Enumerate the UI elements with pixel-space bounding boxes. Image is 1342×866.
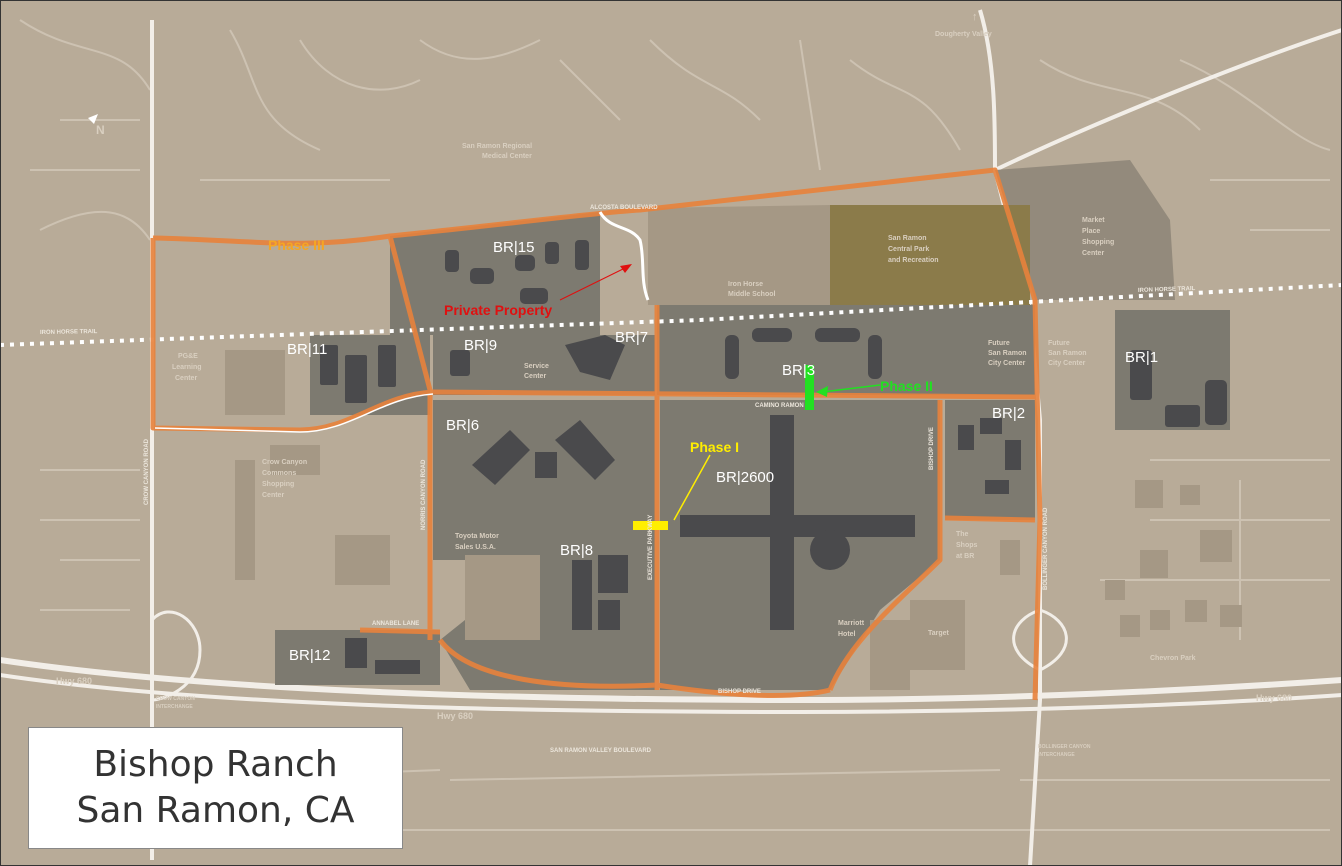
alcosta-curve [598, 211, 650, 301]
medical-label-1: San Ramon Regional [462, 143, 532, 150]
br-6: BR|6 [446, 417, 479, 434]
buildings [320, 240, 1227, 674]
camino-ramon-label: CAMINO RAMON [755, 403, 804, 409]
trail-label-left: IRON HORSE TRAIL [40, 329, 98, 336]
chevron-label: Chevron Park [1150, 655, 1196, 662]
bollinger-interchange-2: INTERCHANGE [1038, 752, 1075, 758]
crow-canyon-2: Commons [262, 470, 296, 477]
toyota-label-1: Toyota Motor [455, 533, 499, 540]
executive-label: EXECUTIVE PARKWAY [648, 515, 654, 580]
private-property-label: Private Property [444, 302, 552, 318]
school-label-1: Iron Horse [728, 281, 763, 288]
hwy-center-label: Hwy 680 [437, 711, 473, 721]
crow-canyon-4: Center [262, 492, 284, 499]
alcosta-label: ALCOSTA BOULEVARD [590, 205, 658, 211]
phase-2-arrowhead [816, 386, 828, 397]
private-leader [559, 267, 626, 301]
phase-3-label: Phase III [268, 237, 325, 253]
north-label: N [96, 123, 105, 137]
service-label-2: Center [524, 373, 546, 380]
north-arrow-icon [88, 114, 98, 124]
dougherty-label: Dougherty Valley [935, 31, 992, 38]
br-15: BR|15 [493, 239, 534, 256]
market-label-1: Market [1082, 217, 1105, 224]
bollinger-road-label: BOLLINGER CANYON ROAD [1043, 507, 1049, 590]
br-7: BR|7 [615, 329, 648, 346]
br-2: BR|2 [992, 405, 1025, 422]
br-1: BR|1 [1125, 349, 1158, 366]
shuttle-route [150, 167, 1043, 701]
phase-1-leader [673, 454, 711, 521]
pge-label-2: Learning [172, 364, 202, 371]
phase-1-marker [633, 521, 668, 530]
br-9: BR|9 [464, 337, 497, 354]
future-city1-2: San Ramon [988, 350, 1027, 357]
crow-canyon-1: Crow Canyon [262, 459, 307, 466]
target-label: Target [928, 630, 950, 637]
market-label-3: Shopping [1082, 239, 1114, 246]
bollinger-interchange-1: BOLLINGER CANYON [1038, 744, 1091, 750]
trail-label-right: IRON HORSE TRAIL [1138, 286, 1196, 294]
bishop-h-label: BISHOP DRIVE [718, 689, 761, 695]
pge-label-1: PG&E [178, 353, 198, 360]
phase-1-label: Phase I [690, 439, 739, 455]
toyota-label-2: Sales U.S.A. [455, 544, 496, 551]
future-city2-3: City Center [1048, 360, 1086, 367]
srv-label: SAN RAMON VALLEY BOULEVARD [550, 748, 652, 754]
school-label-2: Middle School [728, 291, 776, 298]
shops-label-2: Shops [956, 542, 977, 549]
future-city1-1: Future [988, 340, 1010, 347]
medical-label-2: Medical Center [482, 153, 532, 160]
place-labels: Dougherty Valley San Ramon Regional Medi… [156, 31, 1196, 758]
park-label-3: and Recreation [888, 257, 939, 264]
service-label-1: Service [524, 363, 549, 370]
crow-road-label: CROW CANYON ROAD [144, 438, 150, 505]
marriott-label-1: Marriott [838, 620, 865, 627]
hwy-right-label: Hwy 680 [1256, 693, 1292, 703]
private-arrowhead [620, 264, 632, 273]
park-label-2: Central Park [888, 246, 929, 253]
br-labels: BR|15 BR|9 BR|7 BR|11 BR|3 BR|1 BR|6 BR|… [287, 239, 1158, 664]
hwy-left-label: Hwy 680 [56, 676, 92, 686]
phase-2-marker [805, 365, 814, 410]
annabel-label: ANNABEL LANE [372, 621, 419, 627]
shops-label-1: The [956, 531, 969, 538]
future-city2-2: San Ramon [1048, 350, 1087, 357]
up-arrow-icon: ↑ [972, 11, 978, 23]
title-line-2: San Ramon, CA [76, 790, 355, 831]
park-label-1: San Ramon [888, 235, 927, 242]
market-label-2: Place [1082, 228, 1100, 235]
norris-label: NORRIS CANYON ROAD [421, 459, 427, 530]
crow-interchange-1: CROW CANYON [156, 696, 195, 702]
shops-label-3: at BR [956, 553, 974, 560]
br-12: BR|12 [289, 647, 330, 664]
bishop-v-label: BISHOP DRIVE [929, 427, 935, 470]
central-park-block [830, 205, 1030, 305]
title-box: Bishop Ranch San Ramon, CA [28, 727, 403, 849]
crow-canyon-3: Shopping [262, 481, 294, 488]
crow-interchange-2: INTERCHANGE [156, 704, 193, 710]
phase-2-label: Phase II [880, 378, 933, 394]
br-11: BR|11 [287, 341, 327, 358]
iron-horse-trail [0, 283, 1342, 347]
future-city2-1: Future [1048, 340, 1070, 347]
phase-2-leader [821, 384, 881, 393]
other-buildings [225, 238, 1242, 690]
market-label-4: Center [1082, 250, 1104, 257]
br-8: BR|8 [560, 542, 593, 559]
future-city1-3: City Center [988, 360, 1026, 367]
marriott-label-2: Hotel [838, 631, 856, 638]
route-inner-white [154, 393, 434, 433]
title-line-1: Bishop Ranch [93, 744, 338, 785]
br-3: BR|3 [782, 362, 815, 379]
pge-label-3: Center [175, 375, 197, 382]
br-2600: BR|2600 [716, 469, 774, 486]
road-labels: ALCOSTA BOULEVARD IRON HORSE TRAIL IRON … [40, 205, 1292, 754]
